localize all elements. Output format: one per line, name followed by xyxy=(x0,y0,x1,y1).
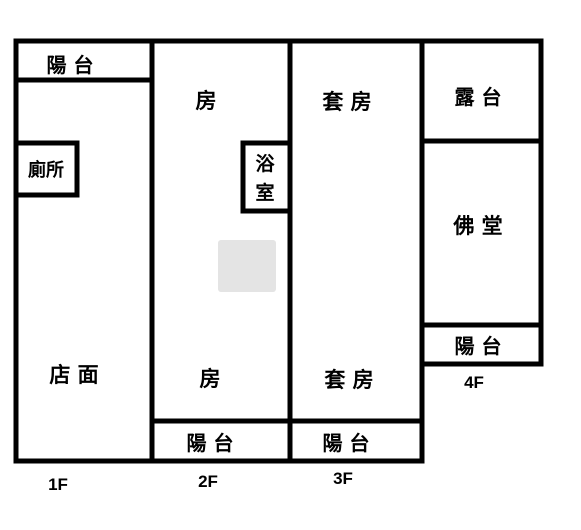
floor-2f-bath-label-line2: 室 xyxy=(255,181,274,204)
floor-2f-room-bottom-label: 房 xyxy=(200,367,221,391)
floor-1f: 陽 台 廁所 店 面 1F xyxy=(13,38,155,494)
floor-4f-label: 4F xyxy=(464,373,484,392)
floor-3f: 套 房 套 房 陽 台 3F xyxy=(287,38,425,488)
watermark-logo xyxy=(218,240,276,292)
floor-1f-label: 1F xyxy=(48,475,68,494)
floor-2f-balcony-label: 陽 台 xyxy=(187,431,234,455)
floor-3f-suite-bottom-label: 套 房 xyxy=(324,368,373,392)
floor-1f-shop-label: 店 面 xyxy=(49,363,98,387)
floor-4f: 露 台 佛 堂 陽 台 4F xyxy=(419,38,544,392)
floor-2f-room-top-label: 房 xyxy=(196,89,217,113)
floor-4f-terrace-label: 露 台 xyxy=(455,85,502,109)
floor-1f-outline xyxy=(13,38,155,464)
floor-4f-shrine-label: 佛 堂 xyxy=(452,214,502,238)
floor-1f-balcony-label: 陽 台 xyxy=(47,53,94,77)
floor-2f-label: 2F xyxy=(198,472,218,491)
floor-4f-balcony-label: 陽 台 xyxy=(455,334,502,358)
floor-3f-suite-top-label: 套 房 xyxy=(322,90,371,114)
floor-1f-toilet-box xyxy=(13,140,80,198)
floor-2f-bath-label-line1: 浴 xyxy=(255,153,275,175)
floor-3f-balcony-label: 陽 台 xyxy=(323,431,370,455)
floor-3f-label: 3F xyxy=(333,469,353,488)
floor-1f-toilet-label: 廁所 xyxy=(28,159,64,181)
floor-4f-outline xyxy=(419,38,544,367)
